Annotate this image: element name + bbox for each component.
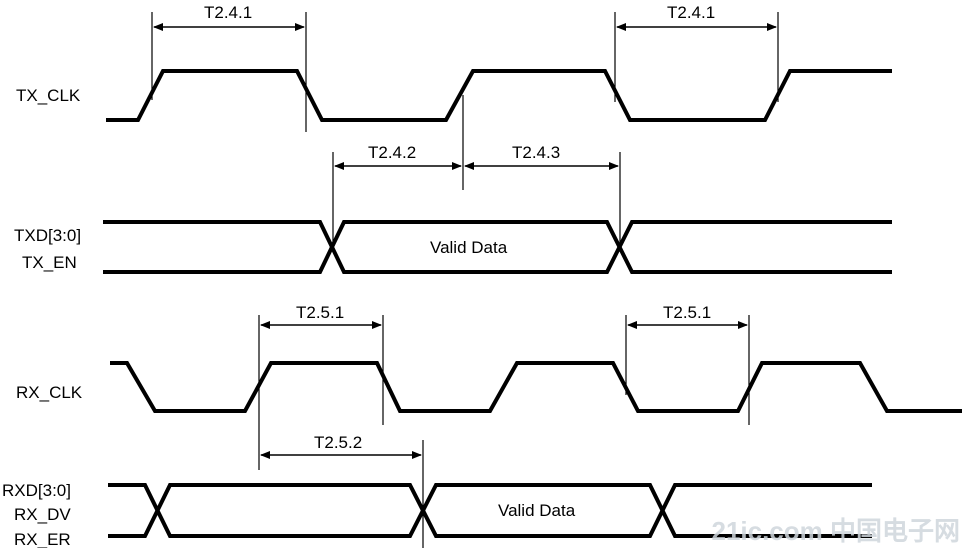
tx-clk-waveform bbox=[106, 69, 892, 122]
t241-b-label: T2.4.1 bbox=[667, 3, 715, 22]
t243-label: T2.4.3 bbox=[512, 143, 560, 162]
t241-a-label: T2.4.1 bbox=[204, 3, 252, 22]
tx-valid-data-text: Valid Data bbox=[430, 238, 508, 257]
extension-lines bbox=[151, 12, 779, 548]
rx-dv-label: RX_DV bbox=[14, 505, 71, 524]
tx-en-label: TX_EN bbox=[22, 253, 77, 272]
tx-data-bus bbox=[103, 220, 892, 274]
rx-valid-data-text: Valid Data bbox=[498, 501, 576, 520]
rxd-label: RXD[3:0] bbox=[2, 481, 71, 500]
tx-clk-label: TX_CLK bbox=[16, 86, 81, 105]
watermark: 21ic.com 中国电子网 bbox=[711, 516, 960, 546]
t251-b-label: T2.5.1 bbox=[663, 303, 711, 322]
rx-er-label: RX_ER bbox=[14, 530, 71, 548]
t242-label: T2.4.2 bbox=[368, 143, 416, 162]
txd-label: TXD[3:0] bbox=[14, 226, 81, 245]
t251-a-label: T2.5.1 bbox=[296, 303, 344, 322]
rx-clk-label: RX_CLK bbox=[16, 383, 83, 402]
rx-clk-waveform bbox=[110, 361, 962, 413]
t252-label: T2.5.2 bbox=[314, 433, 362, 452]
